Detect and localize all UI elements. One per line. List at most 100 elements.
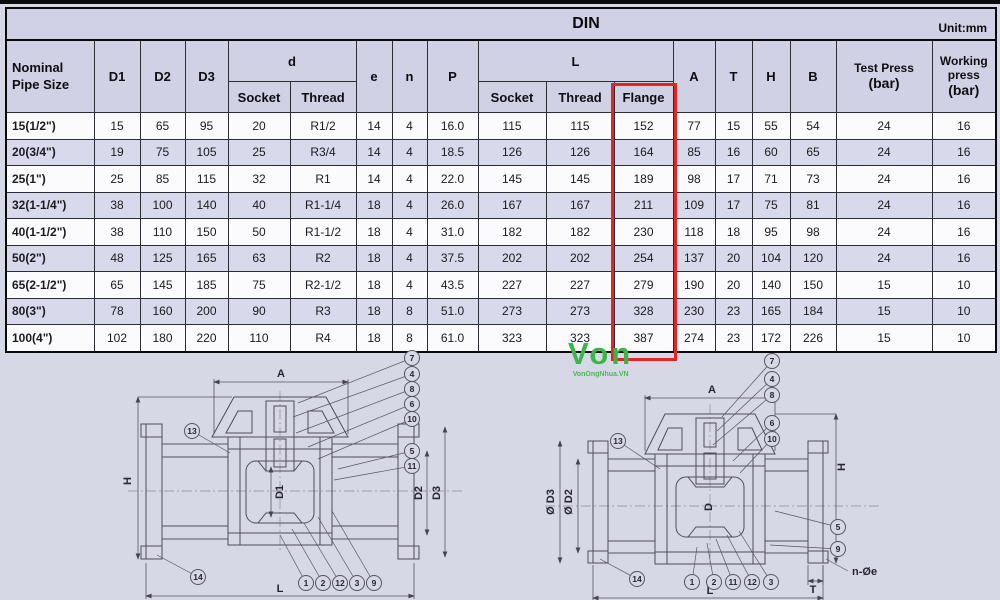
table-cell: 16 (931, 218, 997, 246)
table-cell: 24 (835, 138, 933, 166)
table-cell: 17 (714, 191, 753, 219)
balloon-3: 3 (355, 578, 360, 588)
right-valve-body (587, 413, 829, 565)
table-cell: 167 (477, 191, 547, 219)
table-cell: 78 (93, 297, 141, 325)
table-cell: 227 (477, 271, 547, 299)
table-cell: 18.5 (426, 138, 479, 166)
table-cell: 20 (227, 112, 291, 140)
table-cell: 137 (672, 244, 716, 272)
left-valve-callouts: 7 4 8 6 10 5 11 13 14 1 2 12 3 9 (156, 350, 420, 591)
watermark: Von VonOngNhua.VN (568, 338, 633, 378)
table-cell: 230 (613, 218, 674, 246)
table-cell: 140 (751, 271, 791, 299)
row-header-cell: 100(4") (5, 324, 95, 352)
table-cell: 279 (613, 271, 674, 299)
table-cell: 152 (613, 112, 674, 140)
table-cell: 109 (672, 191, 716, 219)
dim-label-h2: H (836, 463, 848, 471)
left-valve-body (140, 396, 420, 560)
table-cell: 23 (714, 297, 753, 325)
table-cell: 323 (477, 324, 547, 352)
dim-label-a2: A (708, 384, 716, 396)
table-cell: 24 (835, 244, 933, 272)
table-cell: 14 (355, 112, 393, 140)
table-cell: R1-1/4 (289, 191, 357, 219)
table-cell: 102 (93, 324, 141, 352)
table-cell: 185 (184, 271, 229, 299)
table-cell: 16 (714, 138, 753, 166)
col-header-a: A (672, 39, 716, 113)
table-cell: 8 (391, 297, 428, 325)
col-header-d-thread: Thread (289, 81, 357, 113)
balloon-1-right: 1 (690, 577, 695, 587)
row-header-cell: 50(2") (5, 244, 95, 272)
unit-label: Unit:mm (938, 21, 988, 35)
table-cell: 18 (355, 191, 393, 219)
balloon-14: 14 (193, 572, 203, 582)
balloon-4: 4 (410, 369, 415, 379)
table-cell: 22.0 (426, 165, 479, 193)
table-cell: 118 (672, 218, 716, 246)
table-cell: 75 (751, 191, 791, 219)
col-header-e: e (355, 39, 393, 113)
dim-label-ne: n-Øe (852, 566, 877, 578)
table-cell: 202 (545, 244, 615, 272)
col-header-nominal: Nominal Pipe Size (5, 39, 95, 113)
balloon-10-right: 10 (767, 434, 777, 444)
table-cell: 227 (545, 271, 615, 299)
balloon-13-right: 13 (613, 436, 623, 446)
table-cell: 18 (355, 271, 393, 299)
col-header-h: H (751, 39, 791, 113)
table-cell: 95 (751, 218, 791, 246)
table-cell: 4 (391, 112, 428, 140)
right-valve-drawing: A H L D Ø D3 Ø D2 (545, 353, 880, 600)
table-cell: 18 (714, 218, 753, 246)
col-header-l-group: L (477, 39, 674, 82)
table-cell: 167 (545, 191, 615, 219)
table-cell: 26.0 (426, 191, 479, 219)
right-valve-dimensions: A H L D Ø D3 Ø D2 (545, 384, 877, 600)
table-cell: 24 (835, 165, 933, 193)
table-cell: 43.5 (426, 271, 479, 299)
balloon-14-right: 14 (632, 574, 642, 584)
header-group-row: Nominal Pipe Size D1 D2 D3 d e n P L A T… (5, 39, 997, 113)
table-cell: 20 (714, 271, 753, 299)
balloon-5-right: 5 (836, 522, 841, 532)
working-press-label: Working press (939, 53, 988, 82)
left-valve-dimensions: A H L D1 D2 D3 (122, 368, 448, 599)
table-cell: 16 (931, 138, 997, 166)
col-header-d-group: d (227, 39, 357, 82)
table-cell: 182 (477, 218, 547, 246)
table-cell: 125 (139, 244, 186, 272)
table-cell: 110 (227, 324, 291, 352)
table-cell: 65 (789, 138, 837, 166)
table-cell: 182 (545, 218, 615, 246)
table-cell: 20 (714, 244, 753, 272)
table-cell: R3/4 (289, 138, 357, 166)
table-cell: 18 (355, 324, 393, 352)
table-cell: 273 (545, 297, 615, 325)
table-cell: 10 (931, 271, 997, 299)
spec-table: DIN Unit:mm Nominal Pipe Size D1 D2 D3 d… (5, 7, 998, 353)
table-cell: 32 (227, 165, 291, 193)
table-cell: 50 (227, 218, 291, 246)
row-header-cell: 15(1/2") (5, 112, 95, 140)
table-cell: 81 (789, 191, 837, 219)
table-cell: 180 (139, 324, 186, 352)
table-cell: 273 (477, 297, 547, 325)
col-header-working-press: Working press (bar) (931, 39, 997, 113)
valve-drawings: A H L D1 D2 D3 (122, 350, 880, 600)
row-header-cell: 20(3/4") (5, 138, 95, 166)
flange-header: Flange (613, 81, 674, 113)
table-cell: R3 (289, 297, 357, 325)
table-cell: 55 (751, 112, 791, 140)
table-cell: 189 (613, 165, 674, 193)
